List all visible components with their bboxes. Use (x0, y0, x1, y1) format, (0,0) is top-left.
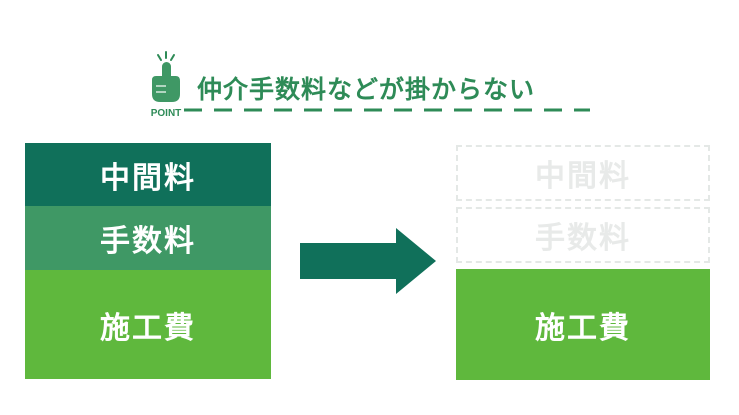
commission-fee-block: 手数料 (25, 206, 271, 270)
point-finger-icon: POINT (151, 51, 182, 119)
point-label: POINT (151, 108, 182, 119)
removed-commission-fee-block: 手数料 (456, 207, 710, 263)
right-arrow-icon (300, 228, 436, 294)
headline: 仲介手数料などが掛からない (197, 75, 536, 104)
cost-stack-after: 中間料 手数料 施工費 (456, 145, 710, 380)
remaining-construction-cost-block: 施工費 (456, 269, 710, 380)
construction-cost-block: 施工費 (25, 270, 271, 379)
removed-intermediary-fee-block: 中間料 (456, 145, 710, 201)
dashed-underline (184, 108, 590, 112)
intermediary-fee-block: 中間料 (25, 143, 271, 206)
cost-stack-before: 中間料 手数料 施工費 (25, 143, 271, 379)
